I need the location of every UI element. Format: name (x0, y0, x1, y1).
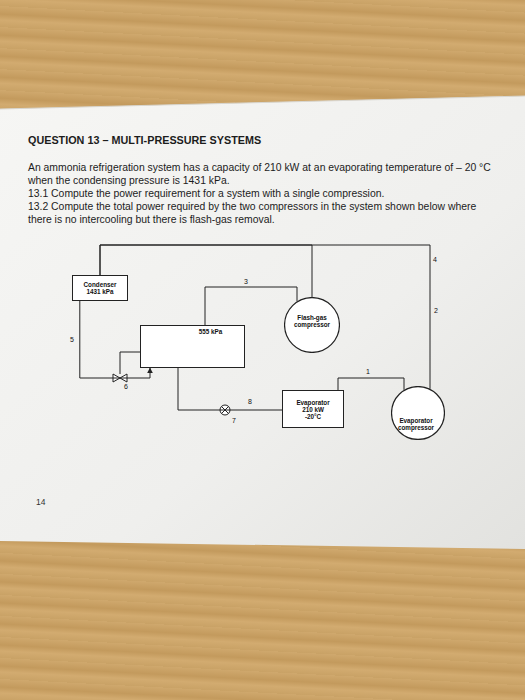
evaporator-box: Evaporator210 kW-20°C (282, 390, 344, 428)
node-text: 210 kW (283, 406, 343, 413)
state-point: 5 (70, 336, 74, 344)
node-text: 1431 kPa (73, 288, 127, 295)
valve-cross (222, 407, 229, 414)
state-point: 1 (366, 368, 370, 376)
pipe-line (100, 245, 312, 297)
pipe-line (338, 378, 404, 390)
question-title: QUESTION 13 – MULTI-PRESSURE SYSTEMS (28, 134, 498, 147)
circle-outline (391, 386, 445, 440)
state-point: 7 (232, 417, 236, 425)
pipe-line (100, 245, 430, 389)
valve-symbol (113, 374, 127, 382)
circle-outline (285, 298, 340, 353)
page-number: 14 (36, 496, 45, 509)
pipe-line (80, 301, 150, 378)
node-text: 555 kPa (177, 328, 244, 335)
state-point: 8 (248, 398, 252, 406)
node-text: Evaporator (283, 399, 343, 406)
compressor-circle: Flash-gas compressor (284, 297, 340, 353)
state-point: 2 (434, 307, 438, 315)
compressor-circle: Evaporator compressor (391, 386, 445, 440)
question-text: An ammonia refrigeration system has a ca… (28, 161, 500, 187)
node-text: Evaporator compressor (391, 417, 441, 431)
condenser-box: Condenser1431 kPa (72, 275, 128, 301)
question-part: 13.1 Compute the power requirement for a… (28, 187, 500, 200)
flash-tank: 555 kPa (140, 325, 245, 368)
paper-edge (0, 96, 525, 109)
state-point: 6 (124, 383, 128, 391)
state-point: 4 (433, 256, 437, 264)
question-part: 13.2 Compute the total power required by… (28, 200, 500, 226)
node-text: Condenser (73, 281, 127, 288)
circle-outline (392, 387, 445, 440)
node-text: Flash-gas compressor (288, 314, 336, 328)
expansion-valve (220, 405, 230, 415)
node-text: -20°C (283, 413, 343, 420)
paper-sheet (0, 96, 525, 549)
pipe-line (205, 287, 297, 325)
pipe-line (178, 368, 282, 410)
state-point: 3 (244, 278, 248, 286)
